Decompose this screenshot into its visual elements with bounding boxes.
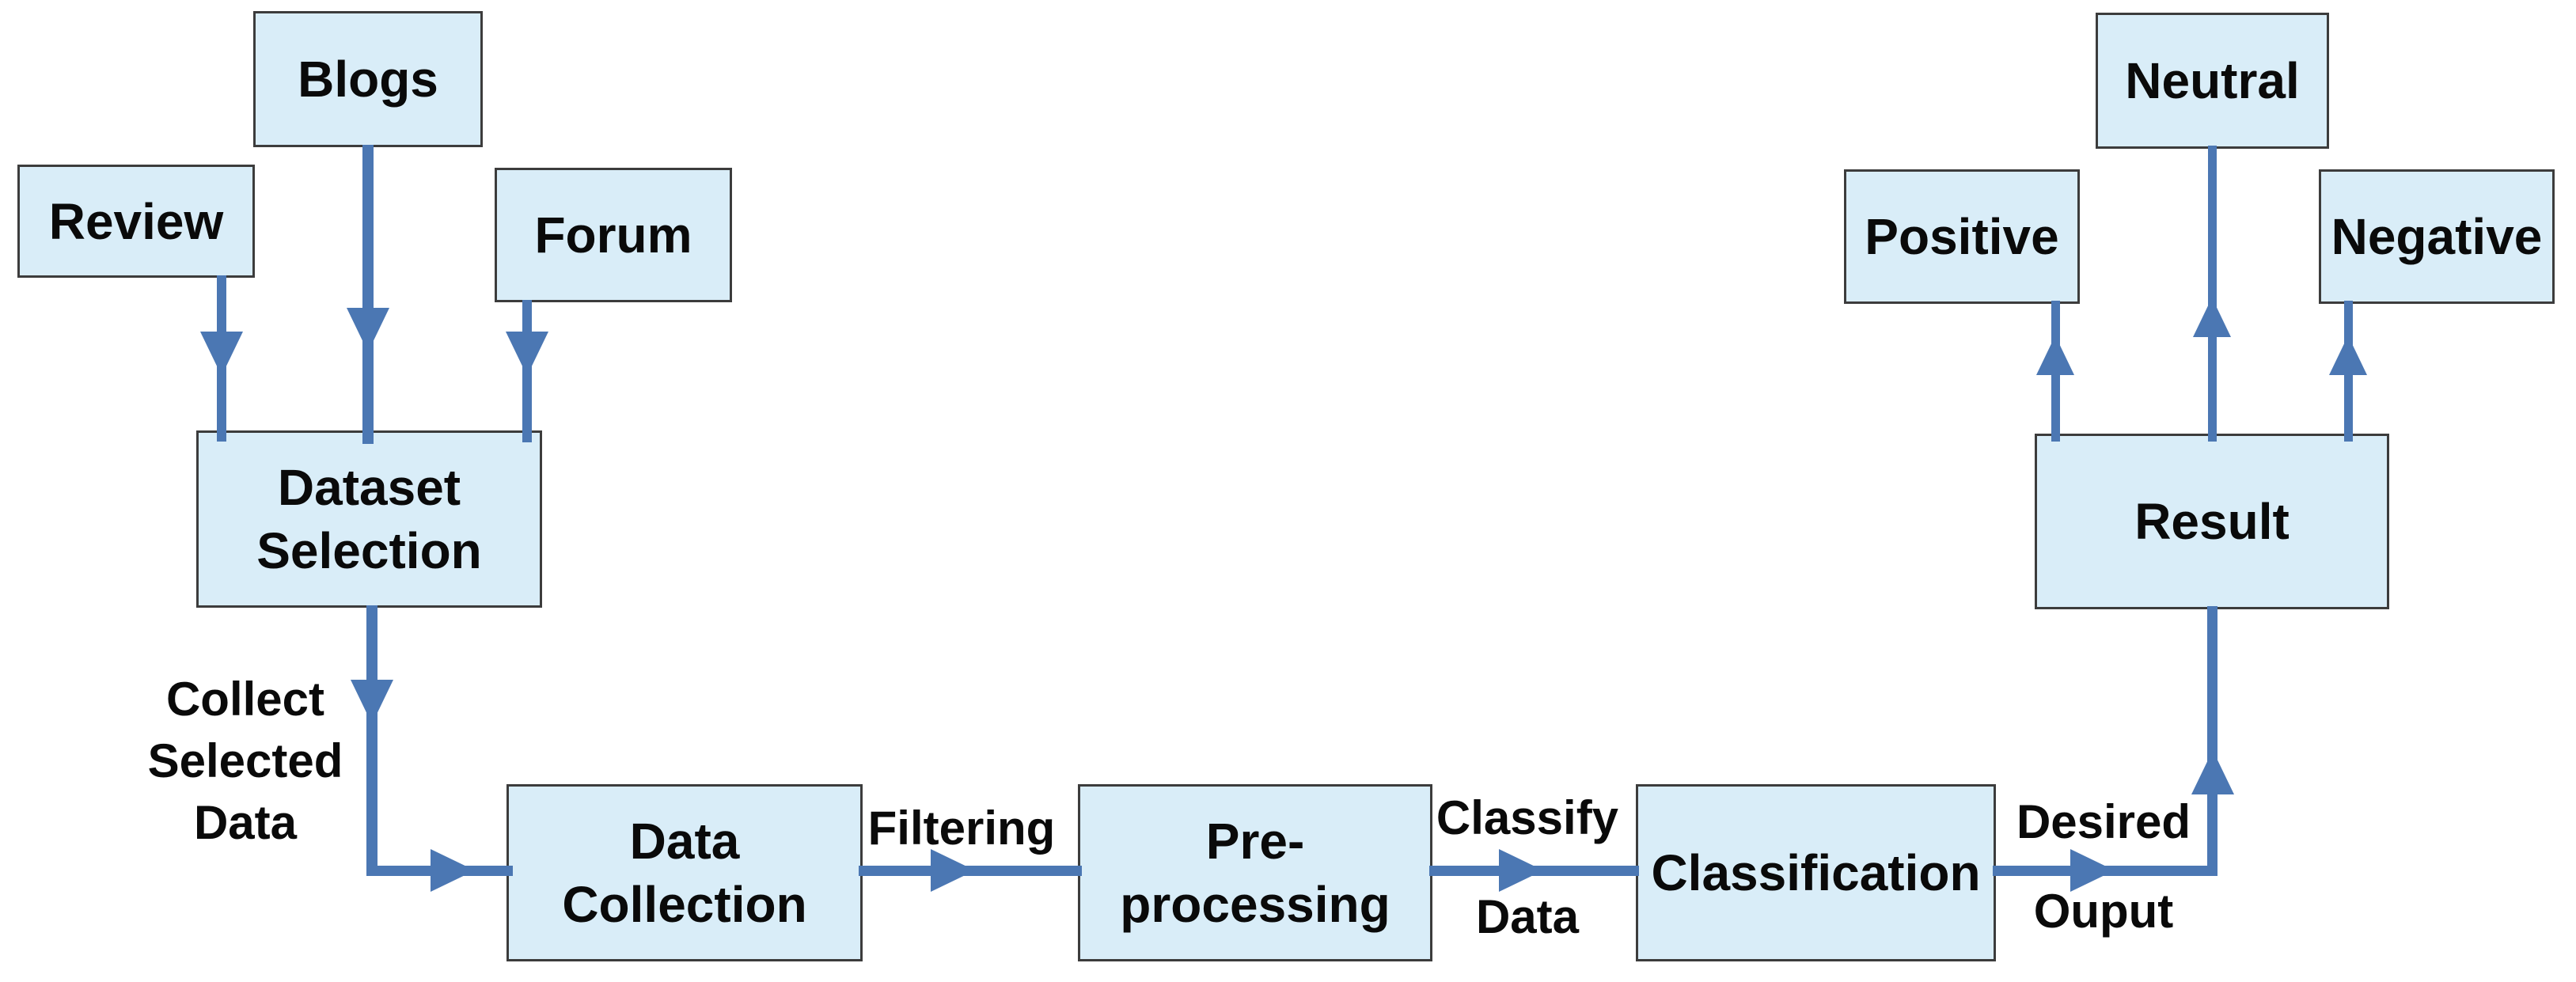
node-positive: Positive xyxy=(1844,169,2080,304)
edge-result-to-neutral-line xyxy=(2208,146,2217,442)
edge-corner-to-result-line xyxy=(2207,606,2217,876)
arrowhead-corner-to-data-collection xyxy=(431,849,475,892)
arrowhead-classification-to-corner xyxy=(2070,849,2115,892)
node-neutral: Neutral xyxy=(2096,13,2329,149)
node-blogs: Blogs xyxy=(253,11,483,147)
node-result: Result xyxy=(2035,434,2389,609)
edge-label-desired: Desired xyxy=(2016,795,2191,848)
arrowhead-forum-to-dataset xyxy=(506,332,548,376)
edge-label-classify-data: Data xyxy=(1475,890,1580,943)
node-data-collection: Data Collection xyxy=(506,784,863,961)
node-classification: Classification xyxy=(1636,784,1996,961)
arrowhead-blogs-to-dataset xyxy=(347,308,389,352)
edge-label-filtering: Filtering xyxy=(867,802,1056,855)
node-review: Review xyxy=(17,165,255,278)
arrowhead-corner-to-result xyxy=(2191,750,2234,794)
node-negative: Negative xyxy=(2319,169,2555,304)
edge-dataset-down-line xyxy=(366,605,377,876)
edge-blogs-to-dataset-line xyxy=(362,145,374,444)
node-preprocessing: Pre- processing xyxy=(1078,784,1432,961)
arrowhead-dataset-down xyxy=(351,680,393,724)
arrowhead-review-to-dataset xyxy=(200,332,243,376)
arrowhead-result-to-neutral xyxy=(2193,298,2231,337)
arrowhead-result-to-negative xyxy=(2329,336,2367,375)
node-forum: Forum xyxy=(495,168,732,302)
arrowhead-preprocessing-to-classification xyxy=(1499,849,1543,892)
arrowhead-result-to-positive xyxy=(2036,336,2074,375)
node-dataset-selection: Dataset Selection xyxy=(196,430,542,608)
edge-label-classify: Classify xyxy=(1436,791,1619,844)
arrowhead-data-collection-to-preprocessing xyxy=(931,849,975,892)
edge-label-collect-selected-data: Collect Selected Data xyxy=(147,673,343,849)
edge-label-desired-ouput: Ouput xyxy=(2033,885,2174,938)
